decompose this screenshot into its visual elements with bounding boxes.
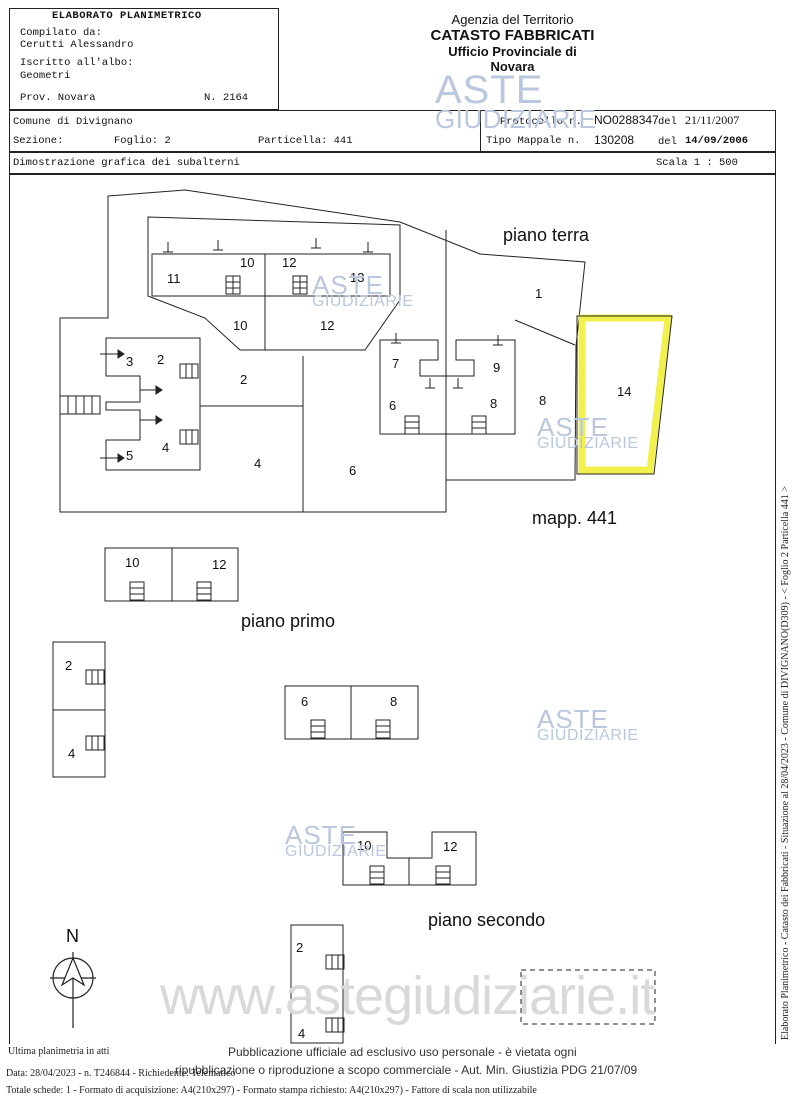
sub-label-2b: 2 — [240, 372, 248, 387]
footer-data: Data: 28/04/2023 - n. T246844 - Richiede… — [6, 1068, 236, 1079]
sub-label-14: 14 — [617, 384, 632, 399]
sub-label-12b: 12 — [320, 318, 335, 333]
scala: Scala 1 : 500 — [656, 157, 738, 169]
dimostrazione: Dimostrazione grafica dei subalterni — [13, 157, 240, 169]
protocollo-date: 21/11/2007 — [685, 113, 740, 127]
doc-title: ELABORATO PLANIMETRICO — [52, 10, 202, 22]
particella: Particella: 441 — [258, 135, 353, 147]
side-text: Elaborato Planimetrico - Catasto dei Fab… — [780, 486, 791, 1040]
footer-pub2: ripubblicazione o riproduzione a scopo c… — [175, 1063, 638, 1077]
drawing-frame — [9, 174, 776, 1044]
piano-secondo-title: piano secondo — [428, 910, 546, 930]
agency-block: Agenzia del Territorio CATASTO FABBRICAT… — [400, 12, 625, 74]
p2-label-10: 10 — [357, 838, 372, 853]
iscritto-value: Geometri — [20, 70, 71, 82]
p1-label-10: 10 — [125, 555, 140, 570]
agency-line4: Novara — [490, 59, 535, 74]
header-dim-box — [9, 152, 776, 174]
p2-label-4: 4 — [298, 1026, 306, 1041]
compilato-label: Compilato da: — [20, 27, 102, 39]
sub-label-13: 13 — [350, 270, 365, 285]
north-arrow-icon — [50, 952, 96, 1028]
sub-label-7: 7 — [392, 356, 400, 371]
agency-line3: Ufficio Provinciale di — [448, 44, 577, 59]
sub-label-6b: 6 — [389, 398, 397, 413]
iscritto-label: Iscritto all'albo: — [20, 57, 134, 69]
piano-terra-title: piano terra — [503, 225, 590, 245]
tipo-date: 14/09/2006 — [685, 135, 749, 147]
sub-label-4b: 4 — [254, 456, 262, 471]
p2-label-12: 12 — [443, 839, 458, 854]
sub-label-5: 5 — [126, 448, 134, 463]
p2-label-2: 2 — [296, 940, 304, 955]
tipo-del: del — [658, 136, 677, 148]
header-left-box — [9, 8, 279, 110]
sub-label-6a: 6 — [349, 463, 357, 478]
protocollo-value: NO0288347 — [594, 113, 659, 127]
sub-label-9: 9 — [493, 360, 501, 375]
north-label: N — [66, 926, 79, 946]
compilato-name: Cerutti Alessandro — [20, 39, 134, 51]
numero: N. 2164 — [204, 92, 249, 104]
sub-label-12a: 12 — [282, 255, 297, 270]
mapp-label: mapp. 441 — [532, 508, 618, 528]
sezione: Sezione: — [13, 135, 64, 147]
header-info-box — [9, 110, 776, 152]
sub-label-8a: 8 — [490, 396, 498, 411]
sub-label-3: 3 — [126, 354, 134, 369]
sub-label-1: 1 — [535, 286, 543, 301]
p1-label-2: 2 — [65, 658, 73, 673]
footer-totale: Totale schede: 1 - Formato di acquisizio… — [6, 1085, 537, 1096]
p1-label-12: 12 — [212, 557, 227, 572]
sub-label-8b: 8 — [539, 393, 547, 408]
agency-line1: Agenzia del Territorio — [451, 12, 574, 27]
tipo-label: Tipo Mappale n. — [486, 135, 581, 147]
p1-label-4: 4 — [68, 746, 76, 761]
agency-line2: CATASTO FABBRICATI — [430, 27, 595, 44]
comune: Comune di Divignano — [13, 116, 133, 128]
sub-label-10b: 10 — [233, 318, 248, 333]
footer-ultima: Ultima planimetria in atti — [8, 1046, 110, 1057]
protocollo-del: del — [658, 116, 677, 128]
prov: Prov. Novara — [20, 92, 96, 104]
p1-label-6: 6 — [301, 694, 309, 709]
watermark-site: www.astegiudiziarie.it — [160, 966, 655, 1026]
header-protocol-box — [480, 110, 776, 152]
protocollo-label: Protocollo n. — [500, 116, 582, 128]
sub-label-4a: 4 — [162, 440, 170, 455]
highlight-sub-14 — [578, 314, 672, 474]
foglio: Foglio: 2 — [114, 135, 171, 147]
sub-label-2a: 2 — [157, 352, 165, 367]
sub-label-11: 11 — [167, 271, 181, 286]
footer-pub1: Pubblicazione ufficiale ad esclusivo uso… — [228, 1045, 577, 1059]
sub-label-10a: 10 — [240, 255, 255, 270]
piano-primo-title: piano primo — [241, 611, 336, 631]
p1-label-8: 8 — [390, 694, 398, 709]
tipo-value: 130208 — [594, 133, 635, 147]
